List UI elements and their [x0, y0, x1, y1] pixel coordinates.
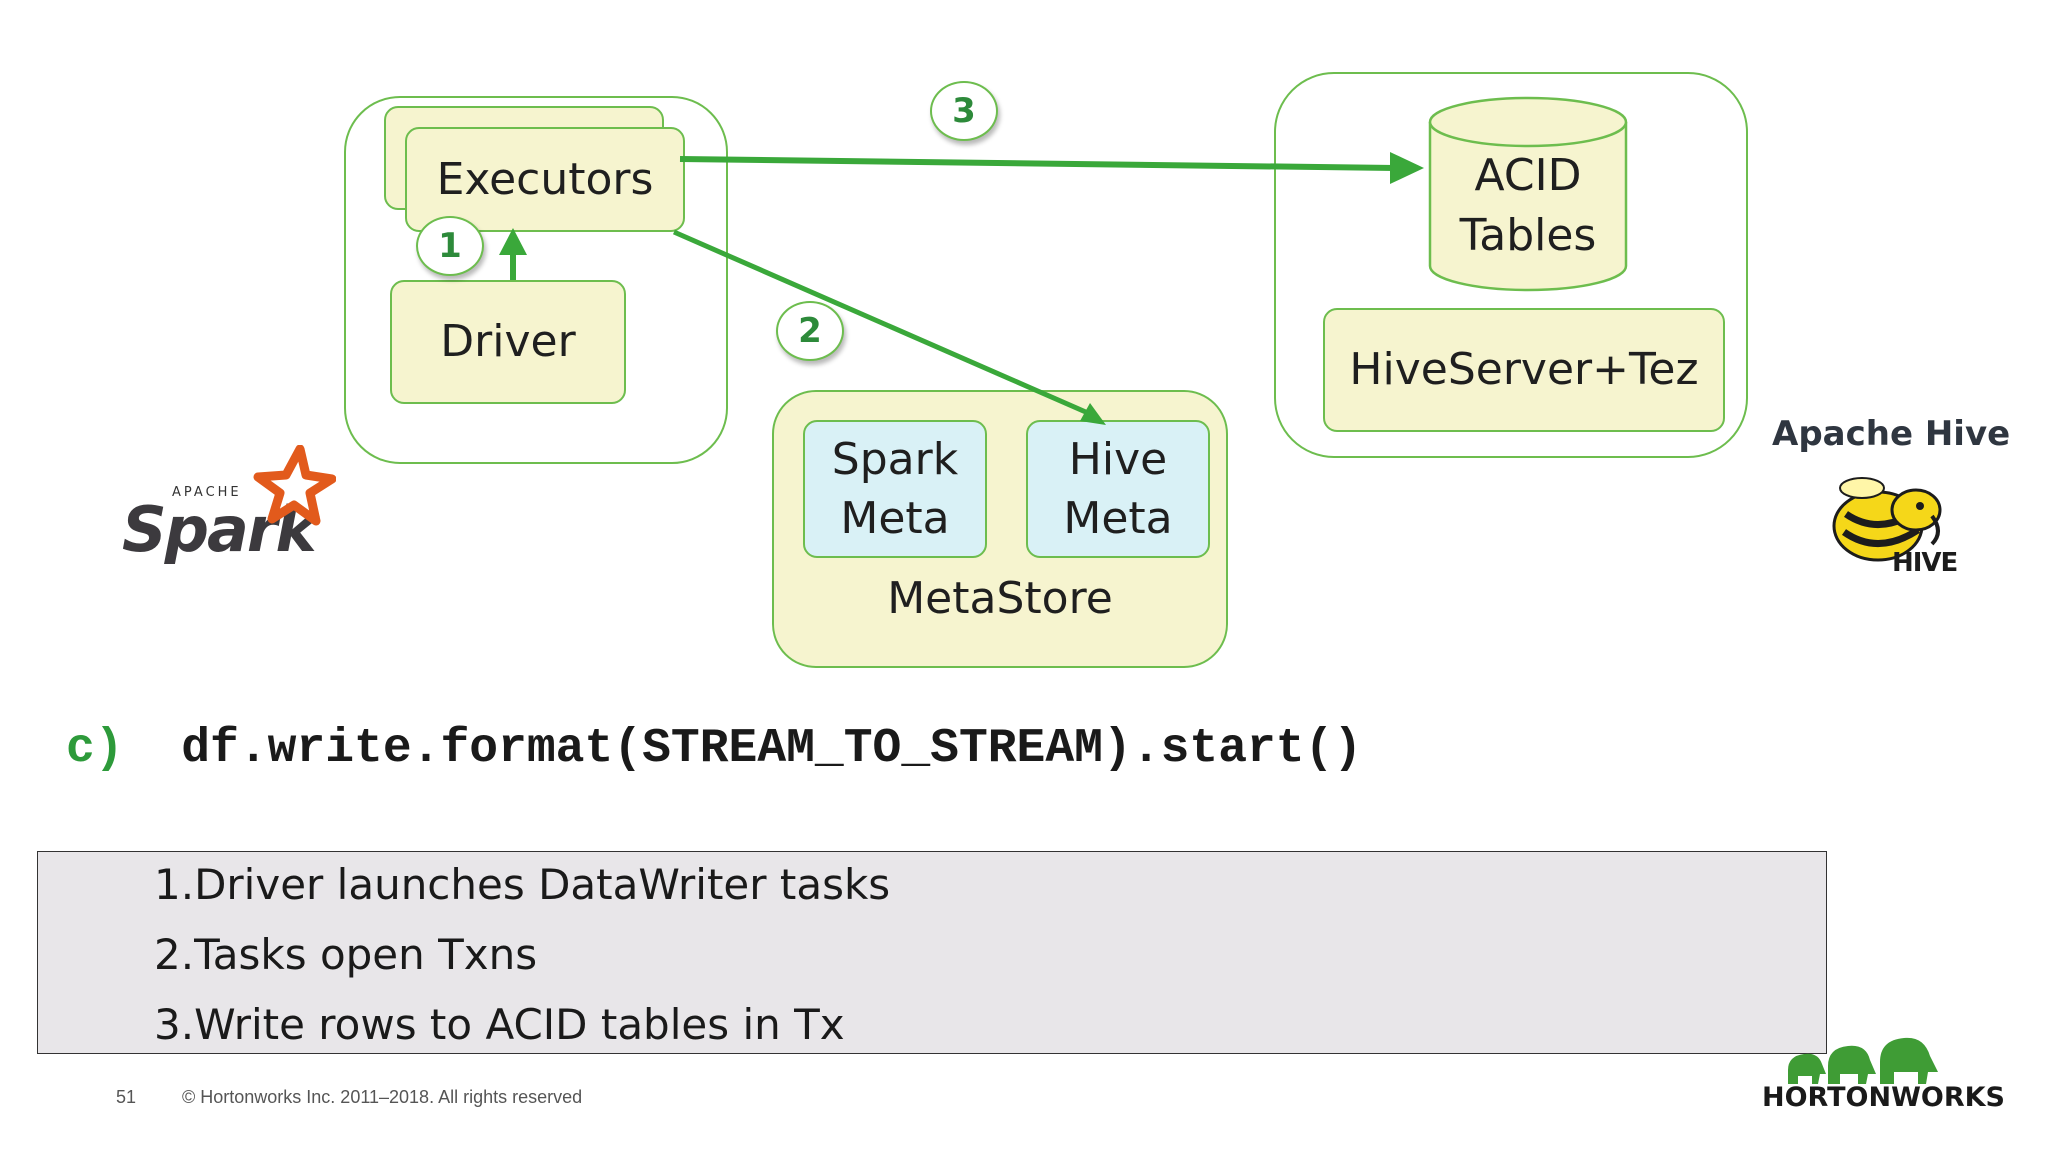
arrow-3-head — [1390, 152, 1424, 184]
acid-tables-line-1: ACID — [1474, 150, 1582, 201]
note-item-2: 2.Tasks open Txns — [154, 930, 538, 979]
code-prefix: c) — [66, 722, 124, 776]
spark-meta-line-1: Spark — [831, 433, 959, 485]
hive-bee-logo-icon — [1832, 477, 1942, 562]
executors-label: Executors — [436, 153, 654, 205]
code-text: df.write.format(STREAM_TO_STREAM).start(… — [181, 722, 1363, 776]
step-badge-3: 3 — [930, 81, 998, 141]
spark-star-icon — [253, 445, 336, 526]
hiveserver-label: HiveServer+Tez — [1349, 344, 1699, 396]
page-number: 51 — [116, 1087, 137, 1107]
step-badge-1: 1 — [416, 216, 484, 276]
hive-logo-badge-text: HIVE — [1892, 548, 1958, 578]
spark-meta-box: Spark Meta — [803, 420, 987, 558]
executors-box: Executors — [405, 127, 685, 232]
arrow-3-line — [679, 156, 1396, 171]
spark-meta-line-2: Meta — [840, 493, 950, 544]
hiveserver-box: HiveServer+Tez — [1323, 308, 1725, 432]
driver-box: Driver — [390, 280, 626, 404]
acid-tables-label: ACID Tables — [1426, 146, 1630, 266]
code-statement: c) df.write.format(STREAM_TO_STREAM).sta… — [66, 722, 1362, 776]
acid-tables-line-2: Tables — [1459, 210, 1597, 261]
arrow-2-head — [1080, 403, 1106, 425]
note-item-3: 3.Write rows to ACID tables in Tx — [154, 1000, 845, 1049]
copyright-text: © Hortonworks Inc. 2011–2018. All rights… — [182, 1087, 583, 1107]
arrow-2-line — [672, 229, 1090, 416]
spark-logo-word: Spark — [122, 493, 317, 566]
hive-meta-line-2: Meta — [1063, 493, 1173, 544]
arrow-1-head — [499, 228, 527, 255]
hive-meta-line-1: Hive — [1068, 433, 1168, 485]
metastore-label: MetaStore — [887, 572, 1113, 624]
note-item-1: 1.Driver launches DataWriter tasks — [154, 860, 891, 909]
apache-hive-title: Apache Hive — [1772, 414, 2011, 454]
acid-tables-cylinder — [1428, 96, 1628, 292]
hive-meta-box: Hive Meta — [1026, 420, 1210, 558]
spark-logo-small-text: APACHE — [172, 485, 242, 500]
hortonworks-logo-text: HORTONWORKS — [1762, 1082, 2005, 1113]
spark-logo: APACHE Spark — [120, 445, 340, 566]
hortonworks-elephants-icon — [1788, 1037, 1938, 1084]
notes-box: 1.Driver launches DataWriter tasks 2.Tas… — [37, 851, 1827, 1054]
step-badge-2: 2 — [776, 301, 844, 361]
driver-label: Driver — [440, 316, 576, 368]
